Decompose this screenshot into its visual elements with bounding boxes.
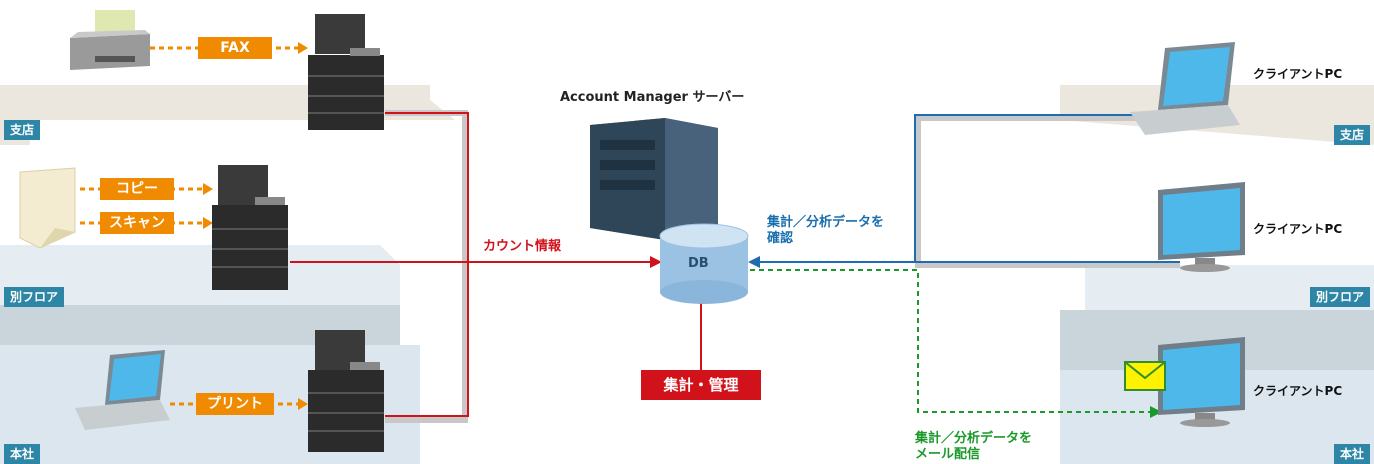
right-branch-tag: 支店: [1333, 125, 1370, 145]
mfp-top-icon: [308, 14, 384, 130]
blue-connector: [914, 114, 1150, 262]
mail-label-line2: メール配信: [915, 447, 981, 462]
mfp-middle-icon: [212, 165, 288, 290]
monitor-middle-icon: [1158, 182, 1245, 272]
document-icon: [19, 167, 76, 249]
laptop-left-icon: [75, 350, 170, 430]
mail-label-line1: 集計／分析データを: [915, 431, 1033, 446]
fax-label: FAX: [198, 37, 272, 59]
mail-line: [750, 269, 1150, 413]
client-pc-label-3: クライアントPC: [1253, 384, 1343, 398]
monitor-bottom-icon: [1158, 337, 1245, 427]
print-label: プリント: [196, 393, 274, 415]
left-floor-zone: [0, 245, 400, 305]
server-title: Account Manager サーバー: [560, 90, 745, 105]
count-info-label: カウント情報: [483, 239, 562, 254]
client-pc-label-2: クライアントPC: [1253, 222, 1343, 236]
count-info-arrow: [650, 256, 662, 268]
client-pc-label-1: クライアントPC: [1253, 67, 1343, 81]
manage-box: 集計・管理: [641, 370, 761, 400]
confirm-arrow: [748, 256, 760, 268]
fax-machine-icon: [70, 10, 150, 70]
left-hq-tag: 本社: [4, 444, 41, 464]
scan-label: スキャン: [100, 212, 174, 234]
server-icon: [590, 118, 718, 240]
db-label: DB: [688, 256, 709, 271]
confirm-label-line1: 集計／分析データを: [767, 215, 885, 230]
left-branch-tag: 支店: [4, 120, 41, 140]
confirm-label-line2: 確認: [767, 231, 794, 246]
laptop-right-icon: [1130, 42, 1240, 135]
red-connector: [385, 112, 469, 417]
mail-icon: [1124, 361, 1166, 391]
left-floor-tag: 別フロア: [4, 287, 65, 307]
right-floor-tag: 別フロア: [1309, 287, 1370, 307]
mfp-bottom-icon: [308, 330, 384, 452]
db-cylinder-icon: [659, 223, 749, 304]
right-floor-zone: [1085, 265, 1374, 310]
copy-label: コピー: [100, 178, 174, 200]
right-hq-tag: 本社: [1333, 444, 1370, 464]
mail-arrow: [1150, 406, 1162, 418]
